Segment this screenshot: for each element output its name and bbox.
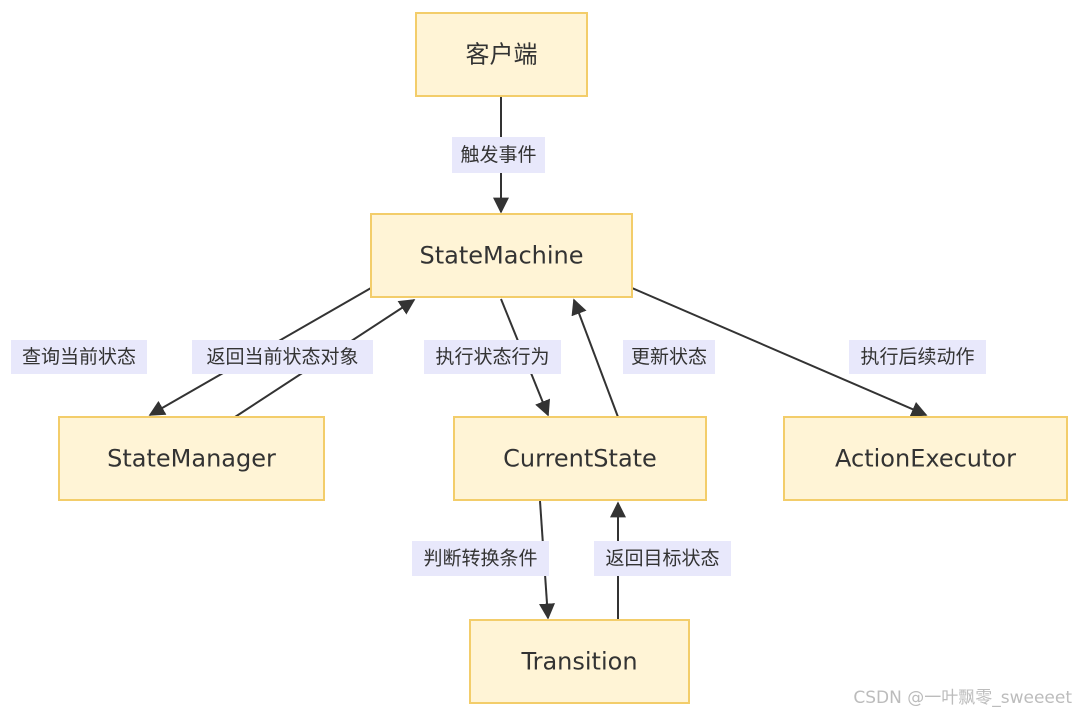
watermark: CSDN @一叶飘零_sweeeet [853, 688, 1072, 708]
node-label: StateMachine [420, 242, 584, 270]
edge-label-execute-state-behavior: 执行状态行为 [424, 340, 561, 374]
edge-statemachine-to-actionexecutor [631, 287, 928, 417]
edge-label-text: 更新状态 [631, 346, 707, 368]
edge-label-text: 返回当前状态对象 [206, 346, 358, 368]
node-label: ActionExecutor [835, 445, 1016, 473]
edge-label-text: 判断转换条件 [423, 548, 537, 570]
node-state-manager: StateManager [58, 416, 325, 501]
edge-label-text: 返回目标状态 [605, 548, 719, 570]
edge-label-execute-follow-up-action: 执行后续动作 [849, 340, 986, 374]
node-label: CurrentState [503, 445, 657, 473]
node-label: Transition [520, 648, 637, 676]
nodes-layer: 客户端 StateMachine StateManager CurrentSta… [58, 12, 1068, 704]
edge-label-text: 触发事件 [460, 144, 536, 166]
node-label: 客户端 [466, 41, 538, 69]
edge-label-text: 查询当前状态 [22, 346, 136, 368]
node-client: 客户端 [415, 12, 588, 97]
node-state-machine: StateMachine [370, 213, 633, 298]
edge-label-return-current-state-object: 返回当前状态对象 [192, 340, 373, 374]
node-label: StateManager [107, 445, 276, 473]
edge-labels-layer: 触发事件 查询当前状态 返回当前状态对象 执行状态行为 更新状态 执行后续动作 … [11, 137, 986, 576]
edge-label-judge-transition-condition: 判断转换条件 [412, 541, 549, 576]
node-current-state: CurrentState [453, 416, 707, 501]
edge-label-update-state: 更新状态 [623, 340, 715, 374]
edge-label-trigger-event: 触发事件 [452, 137, 545, 173]
edge-currentstate-to-statemachine [571, 298, 619, 418]
node-action-executor: ActionExecutor [783, 416, 1068, 501]
edge-label-text: 执行后续动作 [860, 346, 974, 368]
edge-label-return-target-state: 返回目标状态 [594, 541, 731, 576]
node-transition: Transition [469, 619, 690, 704]
edge-label-query-current-state: 查询当前状态 [11, 340, 147, 374]
edge-label-text: 执行状态行为 [435, 346, 549, 368]
